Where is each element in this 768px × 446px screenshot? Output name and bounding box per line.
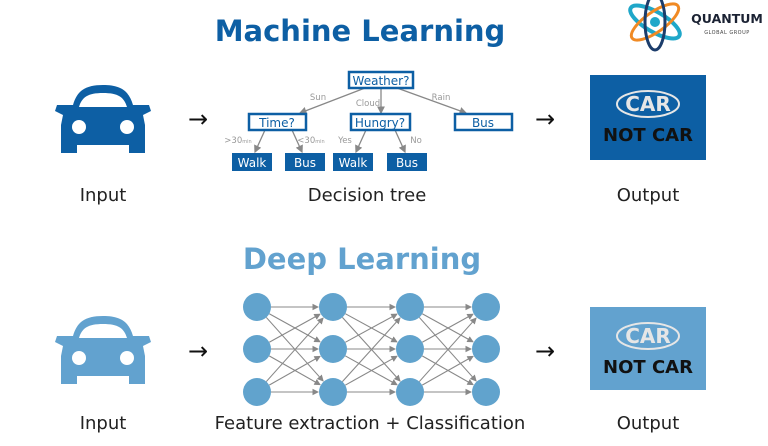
arrow-icon: → [535,337,555,365]
network-node [396,335,424,363]
tree-leaf-label: Bus [396,156,418,170]
network-connection [265,317,324,382]
tree-leaf-label: Bus [294,156,316,170]
network-node [243,335,271,363]
tree-node-weather-label: Weather? [353,74,410,88]
edge-label-rain: Rain [432,93,451,103]
edge-label-sun: Sun [310,93,326,103]
network-connection [421,313,474,343]
car-icon [55,316,151,384]
network-connection [421,355,474,386]
network-connection [268,313,321,343]
tree-leaf-rain [453,112,514,132]
output-car-label: CAR [625,324,671,348]
network-node [319,378,347,406]
decision-tree-label: Decision tree [308,185,427,206]
network-node [396,378,424,406]
tree-node-hungry [349,112,412,132]
network-connection [268,355,321,386]
logo-tagline: GLOBAL GROUP [704,30,750,36]
edge-label-cloud: Cloud [356,99,380,109]
network-node [319,293,347,321]
network-connection [341,317,401,382]
atom-icon [628,0,682,52]
dl-output-box: CAR NOT CAR [590,307,706,390]
arrow-icon: → [188,105,208,133]
decision-tree: Weather? Sun Cloud Rain Time? Hungry? Bu… [224,70,514,171]
tree-leaf-label: Walk [339,156,368,170]
output-not-car-label: NOT CAR [603,125,693,146]
network-connection [418,317,477,382]
tree-node-time-label: Time? [258,116,295,130]
network-connection [344,355,398,386]
ml-output-box: CAR NOT CAR [590,75,706,160]
network-label: Feature extraction + Classification [215,413,526,434]
network-node [396,293,424,321]
dl-input-label: Input [80,413,127,434]
network-node [243,378,271,406]
dl-output-label: Output [617,413,680,434]
neural-network [243,293,500,406]
tree-node-hungry-label: Hungry? [355,116,405,130]
tree-leaf [333,153,373,171]
network-node [319,335,347,363]
arrow-icon: → [535,105,555,133]
tree-leaf [232,153,272,171]
output-not-car-label: NOT CAR [603,357,693,378]
edge-label-under: <30min [297,136,324,146]
output-car-label: CAR [625,92,671,116]
network-node [472,378,500,406]
network-node [243,293,271,321]
ml-output-label: Output [617,185,680,206]
tree-leaf [387,153,427,171]
network-node [472,293,500,321]
tree-leaf [285,153,325,171]
arrow-icon: → [188,337,208,365]
tree-node-weather [347,70,415,90]
dl-title: Deep Learning [243,242,481,276]
company-logo: QUANTUM GLOBAL GROUP [628,0,763,52]
car-icon [55,85,151,153]
tree-leaf-rain-label: Bus [472,116,494,130]
edge-label-yes: Yes [337,136,352,146]
edge-label-over: >30min [224,136,251,146]
tree-leaf-label: Walk [238,156,267,170]
ml-title: Machine Learning [215,14,506,48]
ml-input-label: Input [80,185,127,206]
tree-node-time [247,112,308,132]
edge-label-no: No [410,136,422,146]
network-connection [345,313,398,343]
network-node [472,335,500,363]
logo-name: QUANTUM [691,11,763,26]
